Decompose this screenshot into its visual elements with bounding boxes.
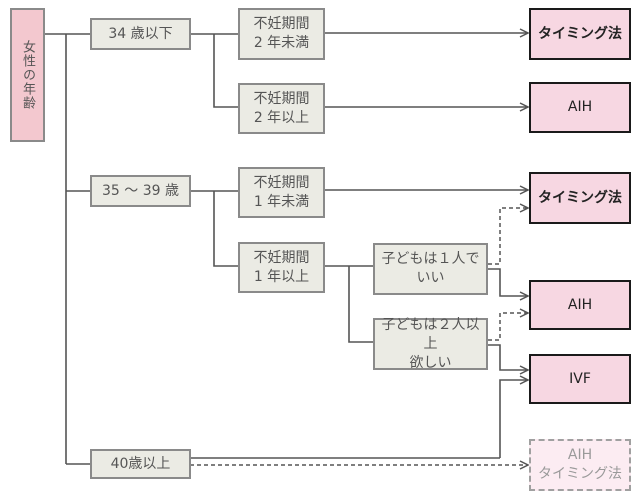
arrow-two-children-to-ivf: [488, 344, 528, 370]
infertility-label: 不妊期間 2 年以上: [253, 90, 310, 126]
connector-gt1-branch: [348, 266, 373, 343]
age-group-35-39: 35 〜 39 歳: [90, 175, 191, 207]
treatment-label: タイミング法: [538, 25, 622, 42]
age-group-label: 40歳以上: [110, 455, 171, 472]
treatment-label: AIH: [567, 99, 593, 115]
treatment-label: IVF: [569, 370, 591, 387]
children-one-is-enough: 子どもは１人で いい: [373, 243, 488, 295]
treatment-timing-1: タイミング法: [529, 8, 631, 60]
connector-age35-branch: [213, 191, 238, 267]
treatment-timing-2: タイミング法: [529, 172, 631, 224]
children-wish-label: 子どもは２人以上 欲しい: [381, 316, 480, 371]
treatment-aih-2: AIH: [529, 280, 631, 330]
children-want-two-or-more: 子どもは２人以上 欲しい: [373, 316, 488, 371]
infertility-label: 不妊期間 1 年未満: [253, 174, 310, 210]
dashed-one-child-to-timing: [488, 208, 528, 265]
arrow-age40-to-ivf: [499, 380, 528, 458]
treatment-aih-1: AIH: [529, 82, 631, 133]
infertility-lt2-years: 不妊期間 2 年未満: [238, 8, 325, 60]
dashed-two-children-to-aih: [488, 313, 528, 341]
age-group-label: 34 歳以下: [108, 25, 173, 42]
age-group-34-under: 34 歳以下: [90, 18, 191, 50]
treatment-ivf: IVF: [529, 354, 631, 404]
infertility-gt2-years: 不妊期間 2 年以上: [238, 83, 325, 134]
root-label: 女性の年齢: [20, 40, 35, 110]
age-group-label: 35 〜 39 歳: [102, 182, 179, 199]
children-wish-label: 子どもは１人で いい: [381, 251, 480, 286]
treatment-label: AIH: [567, 296, 593, 313]
arrow-one-child-to-aih: [488, 268, 528, 296]
treatment-label: AIH タイミング法: [538, 447, 622, 482]
treatment-label: タイミング法: [538, 189, 622, 206]
infertility-gt1-year: 不妊期間 1 年以上: [238, 242, 325, 293]
treatment-aih-timing-optional: AIH タイミング法: [529, 439, 631, 491]
infertility-label: 不妊期間 2 年未満: [253, 16, 310, 51]
age-group-40-over: 40歳以上: [90, 449, 191, 479]
connector-age34-branch: [213, 34, 238, 108]
infertility-label: 不妊期間 1 年以上: [253, 249, 310, 285]
connector-root-trunk: [44, 33, 67, 464]
root-node-female-age: 女性の年齢: [10, 8, 45, 142]
infertility-lt1-year: 不妊期間 1 年未満: [238, 167, 325, 218]
